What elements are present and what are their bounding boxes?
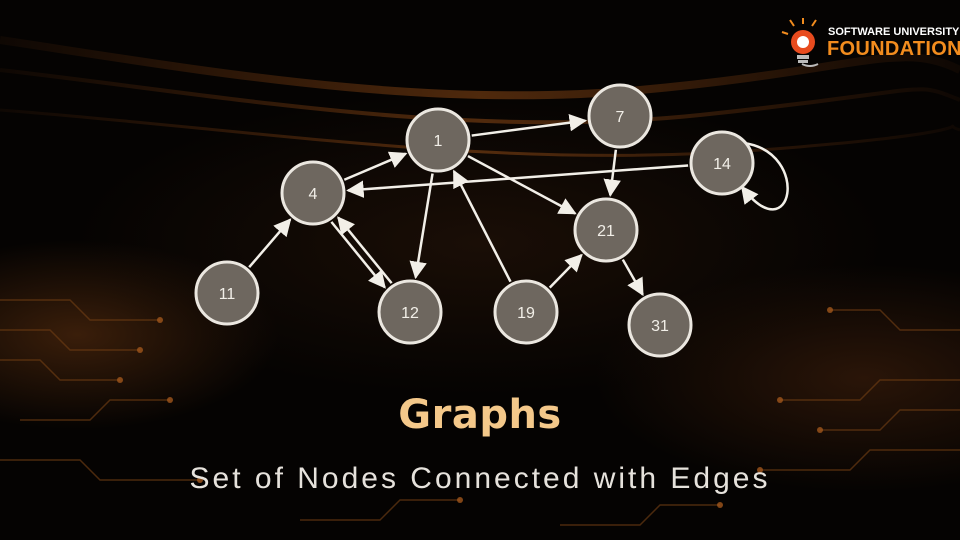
node-21: 21 [573,197,639,263]
edge-n12-n4 [337,216,393,284]
lightbulb-icon [781,18,819,67]
edge-n19-n1 [452,169,512,283]
node-label: 31 [651,318,669,335]
node-11: 11 [194,260,260,326]
node-label: 19 [517,305,535,322]
node-label: 4 [309,186,318,203]
node-1: 1 [405,107,471,173]
node-circle [493,279,559,345]
edge-n4-n1 [343,151,408,181]
slide-subtitle: Set of Nodes Connected with Edges [189,462,771,495]
node-circle [627,292,693,358]
node-31: 31 [627,292,693,358]
logo-line-1: SOFTWARE UNIVERSITY [828,26,960,38]
edge-n19-n21 [548,253,583,289]
node-label: 12 [401,305,419,322]
slide-title: Graphs [398,392,562,438]
edge-n1-n21 [467,154,577,215]
edge-n21-n31 [621,258,644,297]
logo-line-2: FOUNDATION [827,38,960,60]
node-circle [573,197,639,263]
node-label: 7 [616,109,625,126]
node-7: 7 [587,83,653,149]
logo: SOFTWARE UNIVERSITY FOUNDATION [780,18,960,72]
node-12: 12 [377,279,443,345]
node-4: 4 [280,160,346,226]
node-circle [194,260,260,326]
node-circle [405,107,471,173]
edge-n4-n12 [330,221,386,289]
node-circle [280,160,346,226]
node-circle [689,130,755,196]
edge-n14-n4 [346,164,689,199]
node-19: 19 [493,279,559,345]
node-label: 14 [713,156,731,173]
node-label: 21 [597,223,615,240]
node-label: 1 [434,133,443,150]
node-label: 11 [219,286,236,303]
edge-n1-n7 [471,113,588,137]
node-circle [587,83,653,149]
node-circle [377,279,443,345]
edge-n11-n4 [248,218,292,269]
edge-n14-n14 [740,141,789,211]
node-14: 14 [689,130,755,196]
edge-n1-n12 [409,173,434,280]
edge-n7-n21 [603,149,621,197]
